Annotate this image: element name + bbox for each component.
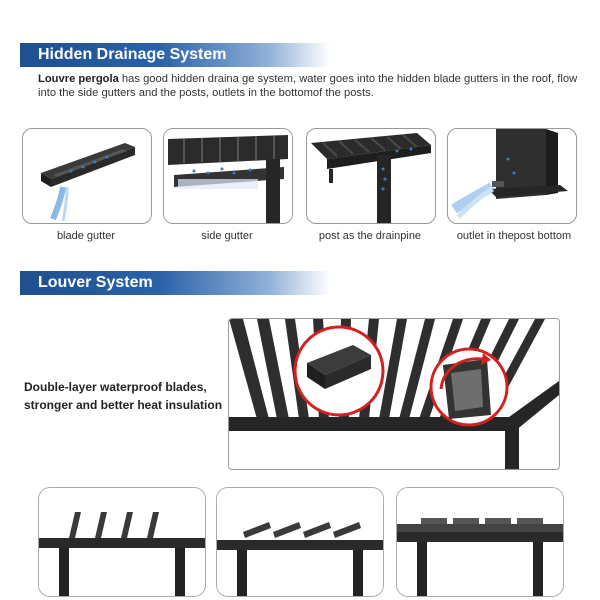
caption-post-outlet: outlet in thepost bottom — [456, 230, 572, 242]
drainage-description: Louvre pergola has good hidden draina ge… — [38, 72, 588, 100]
louver-feature-line1: Double-layer waterproof blades, — [24, 380, 207, 394]
description-rest: has good hidden draina ge system, water … — [38, 73, 578, 99]
blade-gutter-image — [22, 128, 152, 224]
drainage-section-heading: Hidden Drainage System — [20, 43, 330, 67]
louver-feature-line2: stronger and better heat insulation — [24, 398, 223, 412]
post-outlet-image — [447, 128, 577, 224]
caption-blade-gutter: blade gutter — [56, 230, 116, 242]
louver-closed-panel — [396, 487, 564, 597]
post-drainpipe-image — [306, 128, 436, 224]
caption-side-gutter: side gutter — [201, 230, 253, 242]
caption-post-drainpipe: post as the drainpine — [318, 230, 422, 242]
louver-section-heading: Louver System — [20, 271, 330, 295]
louver-feature-text: Double-layer waterproof blades, stronger… — [24, 378, 234, 414]
louver-half-open-panel — [216, 487, 384, 597]
side-gutter-image — [163, 128, 293, 224]
louver-roof-image — [228, 318, 560, 470]
louver-open-panel — [38, 487, 206, 597]
description-lead: Louvre pergola — [38, 73, 119, 85]
